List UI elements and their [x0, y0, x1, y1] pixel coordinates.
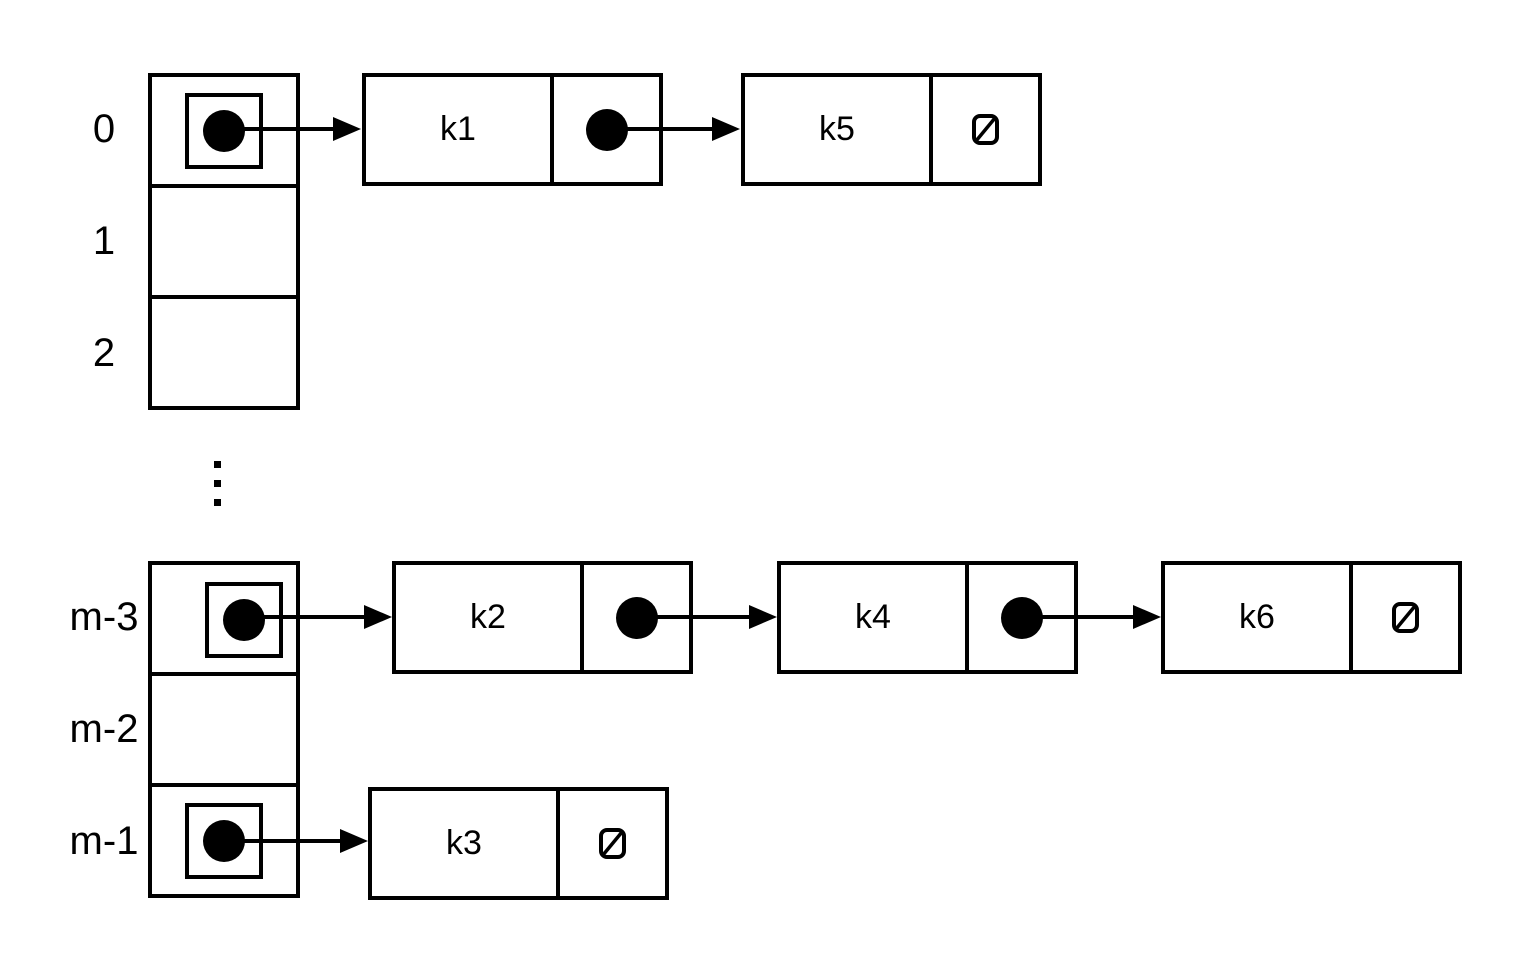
bucket-pointer-box	[205, 582, 283, 658]
bucket-row-label: m-1	[69, 819, 139, 863]
bucket-row-label: m-2	[69, 707, 139, 751]
node-key-cell: k3	[372, 791, 560, 896]
node-pointer-cell	[1353, 565, 1458, 670]
null-pointer-icon	[1392, 602, 1419, 633]
node-pointer-cell	[560, 791, 665, 896]
pointer-arrow	[636, 605, 777, 629]
vertical-ellipsis-icon	[214, 461, 221, 506]
bucket-row-label: 1	[92, 219, 116, 263]
null-pointer-icon	[972, 114, 999, 145]
bucket-pointer-box	[185, 93, 263, 169]
bucket-row-label: 2	[92, 331, 116, 375]
bucket-cell-0	[152, 77, 296, 184]
bucket-cell-1	[152, 184, 296, 295]
bucket-array-bottom	[148, 561, 300, 898]
node-key-cell: k5	[745, 77, 933, 182]
node-key-cell: k2	[396, 565, 584, 670]
bucket-row-label: m-3	[69, 595, 139, 639]
pointer-arrow	[606, 117, 740, 141]
bucket-array-top	[148, 73, 300, 410]
node-key-cell: k4	[781, 565, 969, 670]
bucket-row-label: 0	[92, 107, 116, 151]
pointer-dot-icon	[223, 599, 265, 641]
pointer-arrow	[1021, 605, 1161, 629]
list-node: k6	[1161, 561, 1462, 674]
pointer-arrow	[243, 605, 392, 629]
node-pointer-cell	[933, 77, 1038, 182]
bucket-cell-2	[152, 295, 296, 406]
node-key-cell: k1	[366, 77, 554, 182]
bucket-cell-m3	[152, 565, 296, 672]
list-node: k5	[741, 73, 1042, 186]
pointer-arrow	[224, 117, 361, 141]
pointer-dot-icon	[203, 110, 245, 152]
pointer-arrow	[224, 829, 368, 853]
bucket-cell-m2	[152, 672, 296, 783]
null-pointer-icon	[599, 828, 626, 859]
list-node: k3	[368, 787, 669, 900]
node-key-cell: k6	[1165, 565, 1353, 670]
